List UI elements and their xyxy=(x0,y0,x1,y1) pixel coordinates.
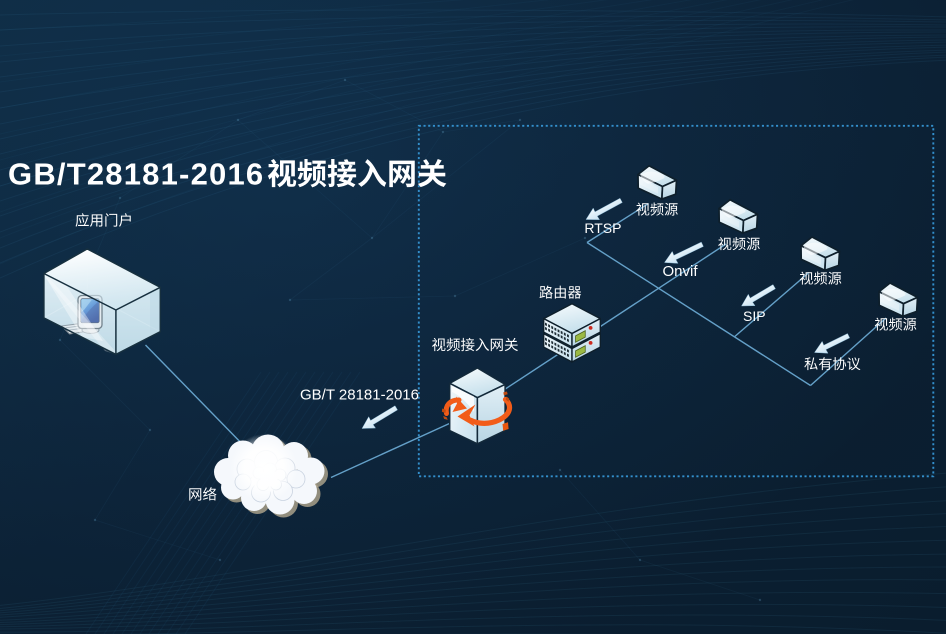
svg-text:GB/T 28181-2016: GB/T 28181-2016 xyxy=(300,387,419,404)
svg-text:Onvif: Onvif xyxy=(663,263,699,280)
svg-text:RTSP: RTSP xyxy=(584,220,621,236)
svg-text:SIP: SIP xyxy=(743,308,766,324)
svg-text:GB/T28181-2016: GB/T28181-2016 xyxy=(8,157,264,192)
